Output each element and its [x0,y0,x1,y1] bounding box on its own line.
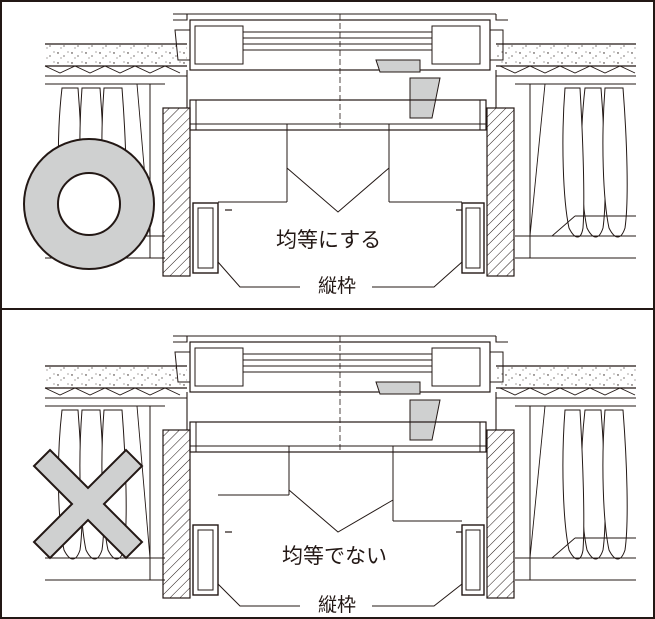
label-vertical-frame-bottom: 縦枠 [318,594,357,616]
cross-mark [32,448,144,560]
leader-lines-even [217,124,463,288]
label-vertical-frame-top: 縦枠 [318,275,357,297]
leader-lines-uneven [217,446,463,607]
panel-bottom [32,335,637,607]
panel-top [23,13,637,288]
circle-mark [23,138,155,270]
label-even: 均等にする [276,228,382,252]
label-uneven: 均等でない [282,544,387,568]
